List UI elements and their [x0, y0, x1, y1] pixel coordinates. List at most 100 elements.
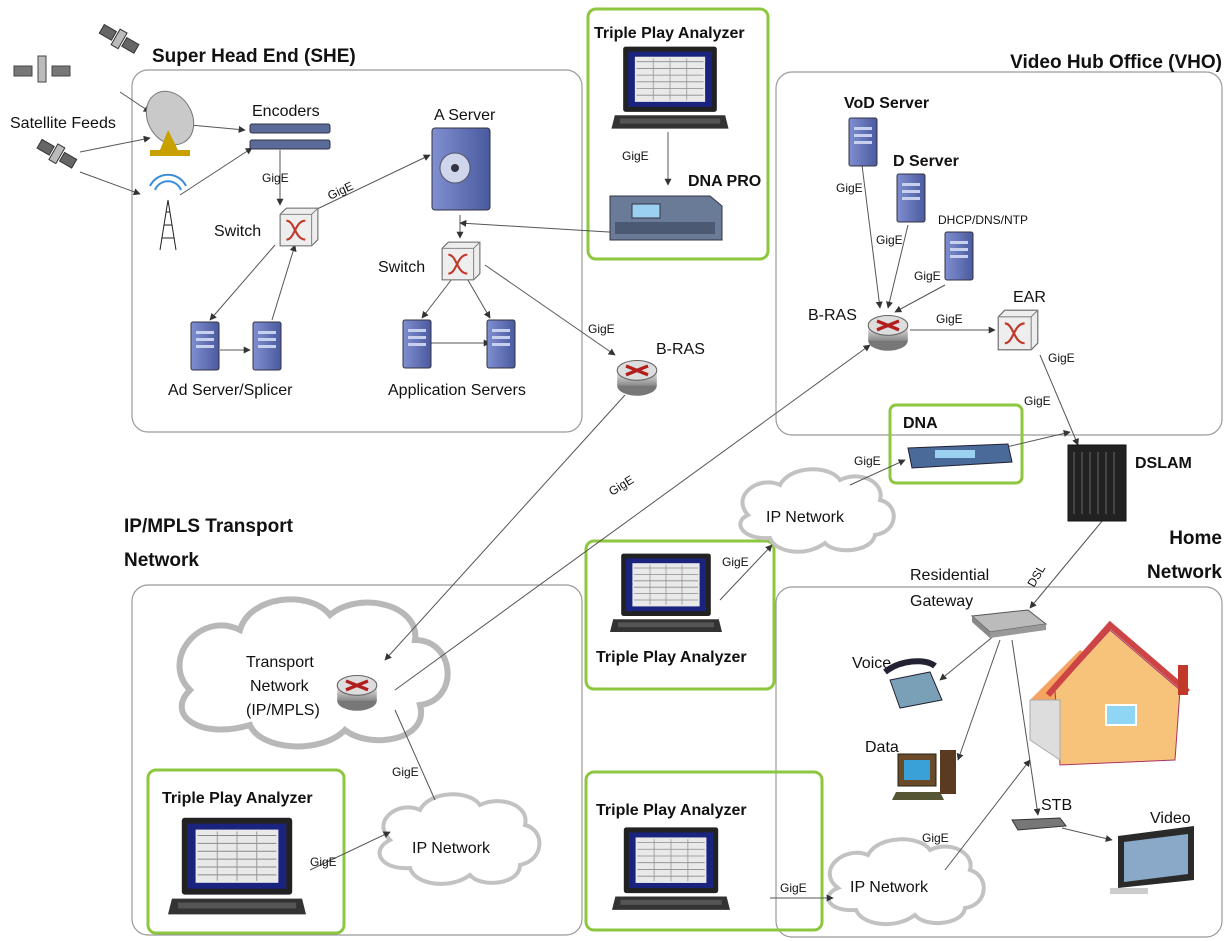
ip-network-cloud-left: [377, 792, 542, 886]
a-server-icon: [431, 127, 491, 211]
ip-network-label-bottom: IP Network: [850, 879, 929, 896]
transport-title-line2: Network: [124, 550, 199, 571]
gige-label: GigE: [588, 322, 615, 336]
computer-icon: [892, 750, 956, 800]
transport-network-label: Network: [250, 678, 310, 695]
switch-label-she: Switch: [214, 223, 261, 240]
stb-icon: [1011, 817, 1067, 831]
gige-label: GigE: [325, 179, 355, 203]
home-region: [775, 586, 1223, 938]
dna-box: [888, 403, 1024, 485]
gige-label: GigE: [854, 454, 881, 468]
router-icon: [615, 358, 659, 398]
ip-network-label-left: IP Network: [412, 840, 491, 857]
server-icon: [402, 319, 432, 369]
triple-play-box-bottom: [584, 770, 824, 932]
house-icon: [1029, 620, 1190, 766]
gige-label: GigE: [1024, 394, 1051, 408]
ear-label: EAR: [1013, 289, 1046, 306]
residential-gateway-icon: [970, 609, 1048, 638]
satellite-icon: [98, 23, 140, 54]
gige-label: GigE: [780, 881, 807, 895]
triple-play-label-bottom: Triple Play Analyzer: [596, 802, 747, 819]
satellite-icon: [13, 55, 71, 83]
connections: [79, 91, 1113, 902]
gige-label: GigE: [876, 233, 903, 247]
satellite-dish-icon: [145, 90, 195, 156]
dhcp-server-icon: [944, 231, 974, 281]
dslam-label: DSLAM: [1135, 455, 1192, 472]
laptop-icon: [612, 826, 730, 911]
ip-network-cloud-mid: [738, 467, 896, 554]
dna-device-icon: [907, 443, 1013, 469]
gige-label: GigE: [310, 855, 337, 869]
triple-play-box-left: [146, 768, 346, 935]
ad-server-label: Ad Server/Splicer: [168, 382, 293, 399]
dna-label: DNA: [903, 415, 938, 432]
transport-network-label: (IP/MPLS): [246, 702, 320, 719]
dna-pro-label: DNA PRO: [688, 173, 761, 190]
satellite-feeds-label: Satellite Feeds: [10, 115, 116, 132]
laptop-icon: [168, 817, 306, 915]
residential-gateway-label: Gateway: [910, 593, 973, 610]
she-region: [131, 69, 583, 433]
gige-label: GigE: [914, 269, 941, 283]
residential-gateway-label: Residential: [910, 567, 989, 584]
encoders-icon: [249, 123, 331, 150]
gige-label: GigE: [936, 312, 963, 326]
dna-pro-icon: [609, 195, 723, 241]
gige-label: GigE: [262, 171, 289, 185]
switch-icon: [279, 207, 319, 247]
ip-network-label-mid: IP Network: [766, 509, 845, 526]
switch-label-app: Switch: [378, 259, 425, 276]
router-icon: [866, 313, 910, 353]
video-label: Video: [1150, 810, 1191, 827]
dhcp-label: DHCP/DNS/NTP: [938, 213, 1028, 227]
ear-switch-icon: [997, 309, 1039, 351]
server-icon: [190, 321, 220, 371]
data-label: Data: [865, 739, 899, 756]
gige-label: GigE: [622, 149, 649, 163]
triple-play-box-top: [586, 7, 770, 261]
voice-label: Voice: [852, 655, 891, 672]
triple-play-box-mid: [584, 539, 776, 691]
triple-play-label-top: Triple Play Analyzer: [594, 25, 745, 42]
server-icon: [486, 319, 516, 369]
b-ras-label-she: B-RAS: [656, 341, 705, 358]
ip-network-cloud-bottom: [826, 837, 986, 927]
phone-icon: [883, 658, 943, 709]
switch-icon: [441, 241, 481, 281]
server-icon: [252, 321, 282, 371]
dslam-icon: [1067, 444, 1127, 522]
b-ras-label-vho: B-RAS: [808, 307, 857, 324]
antenna-tower-icon: [149, 173, 187, 251]
router-icon: [335, 673, 379, 713]
home-title-line2: Network: [1147, 562, 1222, 583]
triple-play-label-left: Triple Play Analyzer: [162, 790, 313, 807]
triple-play-label-mid: Triple Play Analyzer: [596, 649, 747, 666]
stb-label: STB: [1041, 797, 1072, 814]
d-server-icon: [896, 173, 926, 223]
vod-server-label: VoD Server: [844, 95, 929, 112]
vho-region: [775, 71, 1223, 436]
encoders-label: Encoders: [252, 103, 320, 120]
transport-network-label: Transport: [246, 654, 314, 671]
d-server-label: D Server: [893, 153, 959, 170]
vho-title: Video Hub Office (VHO): [1010, 52, 1222, 73]
gige-label: GigE: [722, 555, 749, 569]
transport-cloud: [176, 596, 451, 750]
transport-region: [131, 584, 583, 936]
home-title-line1: Home: [1169, 528, 1222, 549]
a-server-label: A Server: [434, 107, 496, 124]
dsl-label: DSL: [1024, 562, 1048, 589]
gige-label: GigE: [836, 181, 863, 195]
gige-label: GigE: [1048, 351, 1075, 365]
tv-icon: [1110, 826, 1194, 894]
laptop-icon: [610, 553, 722, 633]
application-servers-label: Application Servers: [388, 382, 526, 399]
vod-server-icon: [848, 117, 878, 167]
satellite-icon: [36, 138, 78, 169]
gige-label: GigE: [606, 473, 636, 499]
laptop-icon: [611, 46, 729, 130]
